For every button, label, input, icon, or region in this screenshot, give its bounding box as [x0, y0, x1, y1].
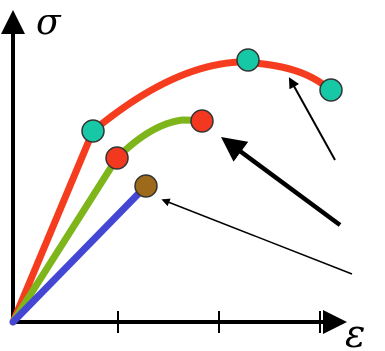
blue-curve [9, 182, 150, 326]
arrow-to-green-curve-end [221, 137, 342, 227]
red-curve [9, 58, 334, 326]
green-curve-start-marker [105, 146, 129, 170]
red-curve-start-marker [81, 119, 105, 143]
green-curve-end-marker [190, 109, 214, 133]
blue-curve-end-marker [134, 174, 158, 198]
y-axis-label: σ [36, 2, 62, 43]
x-axis-label: ε [345, 312, 365, 351]
red-curve-peak-marker [236, 48, 260, 72]
arrow-to-red-curve-end [288, 77, 336, 161]
red-curve-end-marker [319, 78, 343, 102]
arrow-to-blue-curve-end [161, 198, 353, 275]
